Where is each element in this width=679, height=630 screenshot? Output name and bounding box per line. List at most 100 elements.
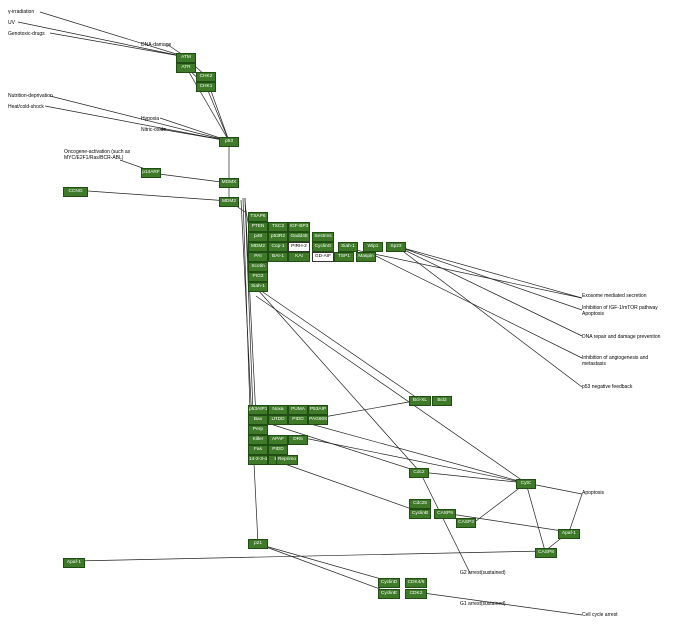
label-genotoxic-drugs: Genotoxic-drugs [8, 31, 45, 37]
node-pag608: PAG608 [308, 415, 328, 425]
edge-line [205, 85, 230, 142]
node-noxa: Noxa [268, 405, 288, 415]
node-killer: Killer [248, 435, 268, 445]
node-mdm2-b: MDM2 [248, 242, 268, 252]
edge-line [525, 482, 546, 552]
edge-line [159, 117, 230, 142]
node-p53aip: P53AIP [308, 405, 328, 415]
node-p53r2: p53R2 [268, 232, 288, 242]
label-dna-repair: DNA repair and damage prevention [582, 334, 661, 340]
label-exosome: Exosome mediated secretion [582, 293, 647, 299]
node-pten: PTEN [248, 222, 268, 232]
node-cdc2: Cdc2 [409, 468, 429, 478]
node-p53: p53 [219, 137, 239, 147]
edge-line [257, 419, 421, 473]
node-ccng: CCNG [63, 187, 88, 197]
node-cdk2: CDK2 [405, 589, 427, 599]
node-chk1: CHK1 [196, 82, 216, 92]
edge-line [375, 255, 583, 359]
label-dna-damage: DNA-damage [141, 42, 172, 48]
edge-line [242, 197, 251, 411]
node-gd-aif: GD-AIF [312, 252, 334, 262]
label-nitric-oxide: Nitric-oxide [141, 127, 167, 133]
node-fas: Fas [248, 445, 268, 455]
node-p14arf: p14ARF [141, 168, 161, 178]
node-pig3: PIG3 [248, 272, 268, 282]
edge-line [395, 245, 583, 299]
node-pai: PAI [248, 252, 268, 262]
edge-line [244, 197, 254, 413]
edge-line [255, 295, 527, 484]
edge-line [303, 437, 527, 484]
edge-line [49, 95, 230, 142]
label-gamma-irradiation: γ-irradiation [8, 9, 35, 15]
label-cell-cycle-arrest: Cell cycle arrest [582, 612, 618, 618]
node-chk2: CHK2 [196, 72, 216, 82]
node-reprimo: Reprimo [276, 455, 298, 465]
node-14-3-3-sigma: 14-3-3-σ [248, 455, 268, 465]
node-atm: ATM [176, 53, 196, 63]
edge-line [159, 128, 230, 142]
label-heat-cold-shock: Heat/cold-shock [8, 104, 44, 110]
label-hypoxia: Hypoxia [141, 116, 160, 122]
node-tsc2: TSC2 [268, 222, 288, 232]
node-scotin: Scotin [248, 262, 268, 272]
edge-line [17, 21, 187, 58]
edge-line [568, 493, 583, 533]
node-siah1: Siah-1 [338, 242, 358, 252]
node-bax: Bax [248, 415, 268, 425]
node-cyclind: CyclinD [378, 578, 400, 588]
edge-line [39, 11, 187, 58]
edge-line [150, 172, 230, 184]
edge-line [415, 591, 583, 616]
node-perp: Perp [248, 425, 268, 435]
node-cdk46: CDK4/6 [405, 578, 427, 588]
edge-line [419, 471, 471, 574]
edge-line [345, 247, 583, 299]
node-kai: KAI [288, 252, 310, 262]
node-tsp1: TSP1 [334, 252, 354, 262]
edge-line [240, 199, 259, 545]
label-oncogene-activation: Oncogene-activation (such as MYC/E2F1/Ra… [64, 149, 131, 161]
edge-line [257, 289, 421, 473]
node-puma: PUMA [288, 405, 308, 415]
node-pidd: PIDD [288, 415, 308, 425]
node-pirh2: PIRH-2 [288, 242, 310, 252]
node-cytc: CytC [516, 479, 536, 489]
node-apaf: APAF [268, 435, 288, 445]
label-uv: UV [8, 20, 15, 26]
label-negative-feedback: p53 negative feedback [582, 384, 633, 390]
edge-line [257, 543, 389, 582]
node-sp23: Sp23 [386, 242, 406, 252]
edge-line [395, 245, 583, 388]
node-cdc25: Cdc25 [409, 499, 431, 509]
node-cyclinb: CyclinB [409, 509, 431, 519]
node-apaf1-left: Apaf-1 [63, 558, 85, 568]
node-siah1-b: Siah-1 [248, 282, 268, 292]
node-sestrins: Sestrins [312, 232, 334, 242]
label-angiogenesis: Inhibition of angiogenesis and metastasi… [582, 355, 649, 367]
node-cop1: Cop-1 [268, 242, 288, 252]
edge-line [44, 105, 230, 142]
node-p53aip1: p53AIP1 [248, 405, 268, 415]
label-g2-arrest: G2 arrest(sustained) [460, 570, 506, 576]
node-tsap6: TSAP6 [248, 212, 268, 222]
node-casp8: CASP8 [535, 548, 557, 558]
node-atr: ATR [176, 63, 196, 73]
node-bai1: BAI-1 [268, 252, 288, 262]
node-bcl-xl: Bcl-XL [409, 396, 431, 406]
edge-line [267, 457, 421, 513]
label-apoptosis: Apoptosis [582, 490, 604, 496]
label-nutrition-deprivation: Nutrition-deprivation [8, 93, 53, 99]
node-apaf1: Apaf-1 [558, 529, 580, 539]
edge-line [87, 190, 230, 202]
edge-line [185, 66, 230, 142]
node-mdm2: MDM2 [219, 197, 239, 207]
edge-line [257, 543, 389, 593]
node-maspin: Maspin [356, 252, 376, 262]
node-lrdd: LRDD [268, 415, 288, 425]
edge-line [244, 197, 257, 419]
node-gadd45: Gadd45 [288, 232, 310, 242]
